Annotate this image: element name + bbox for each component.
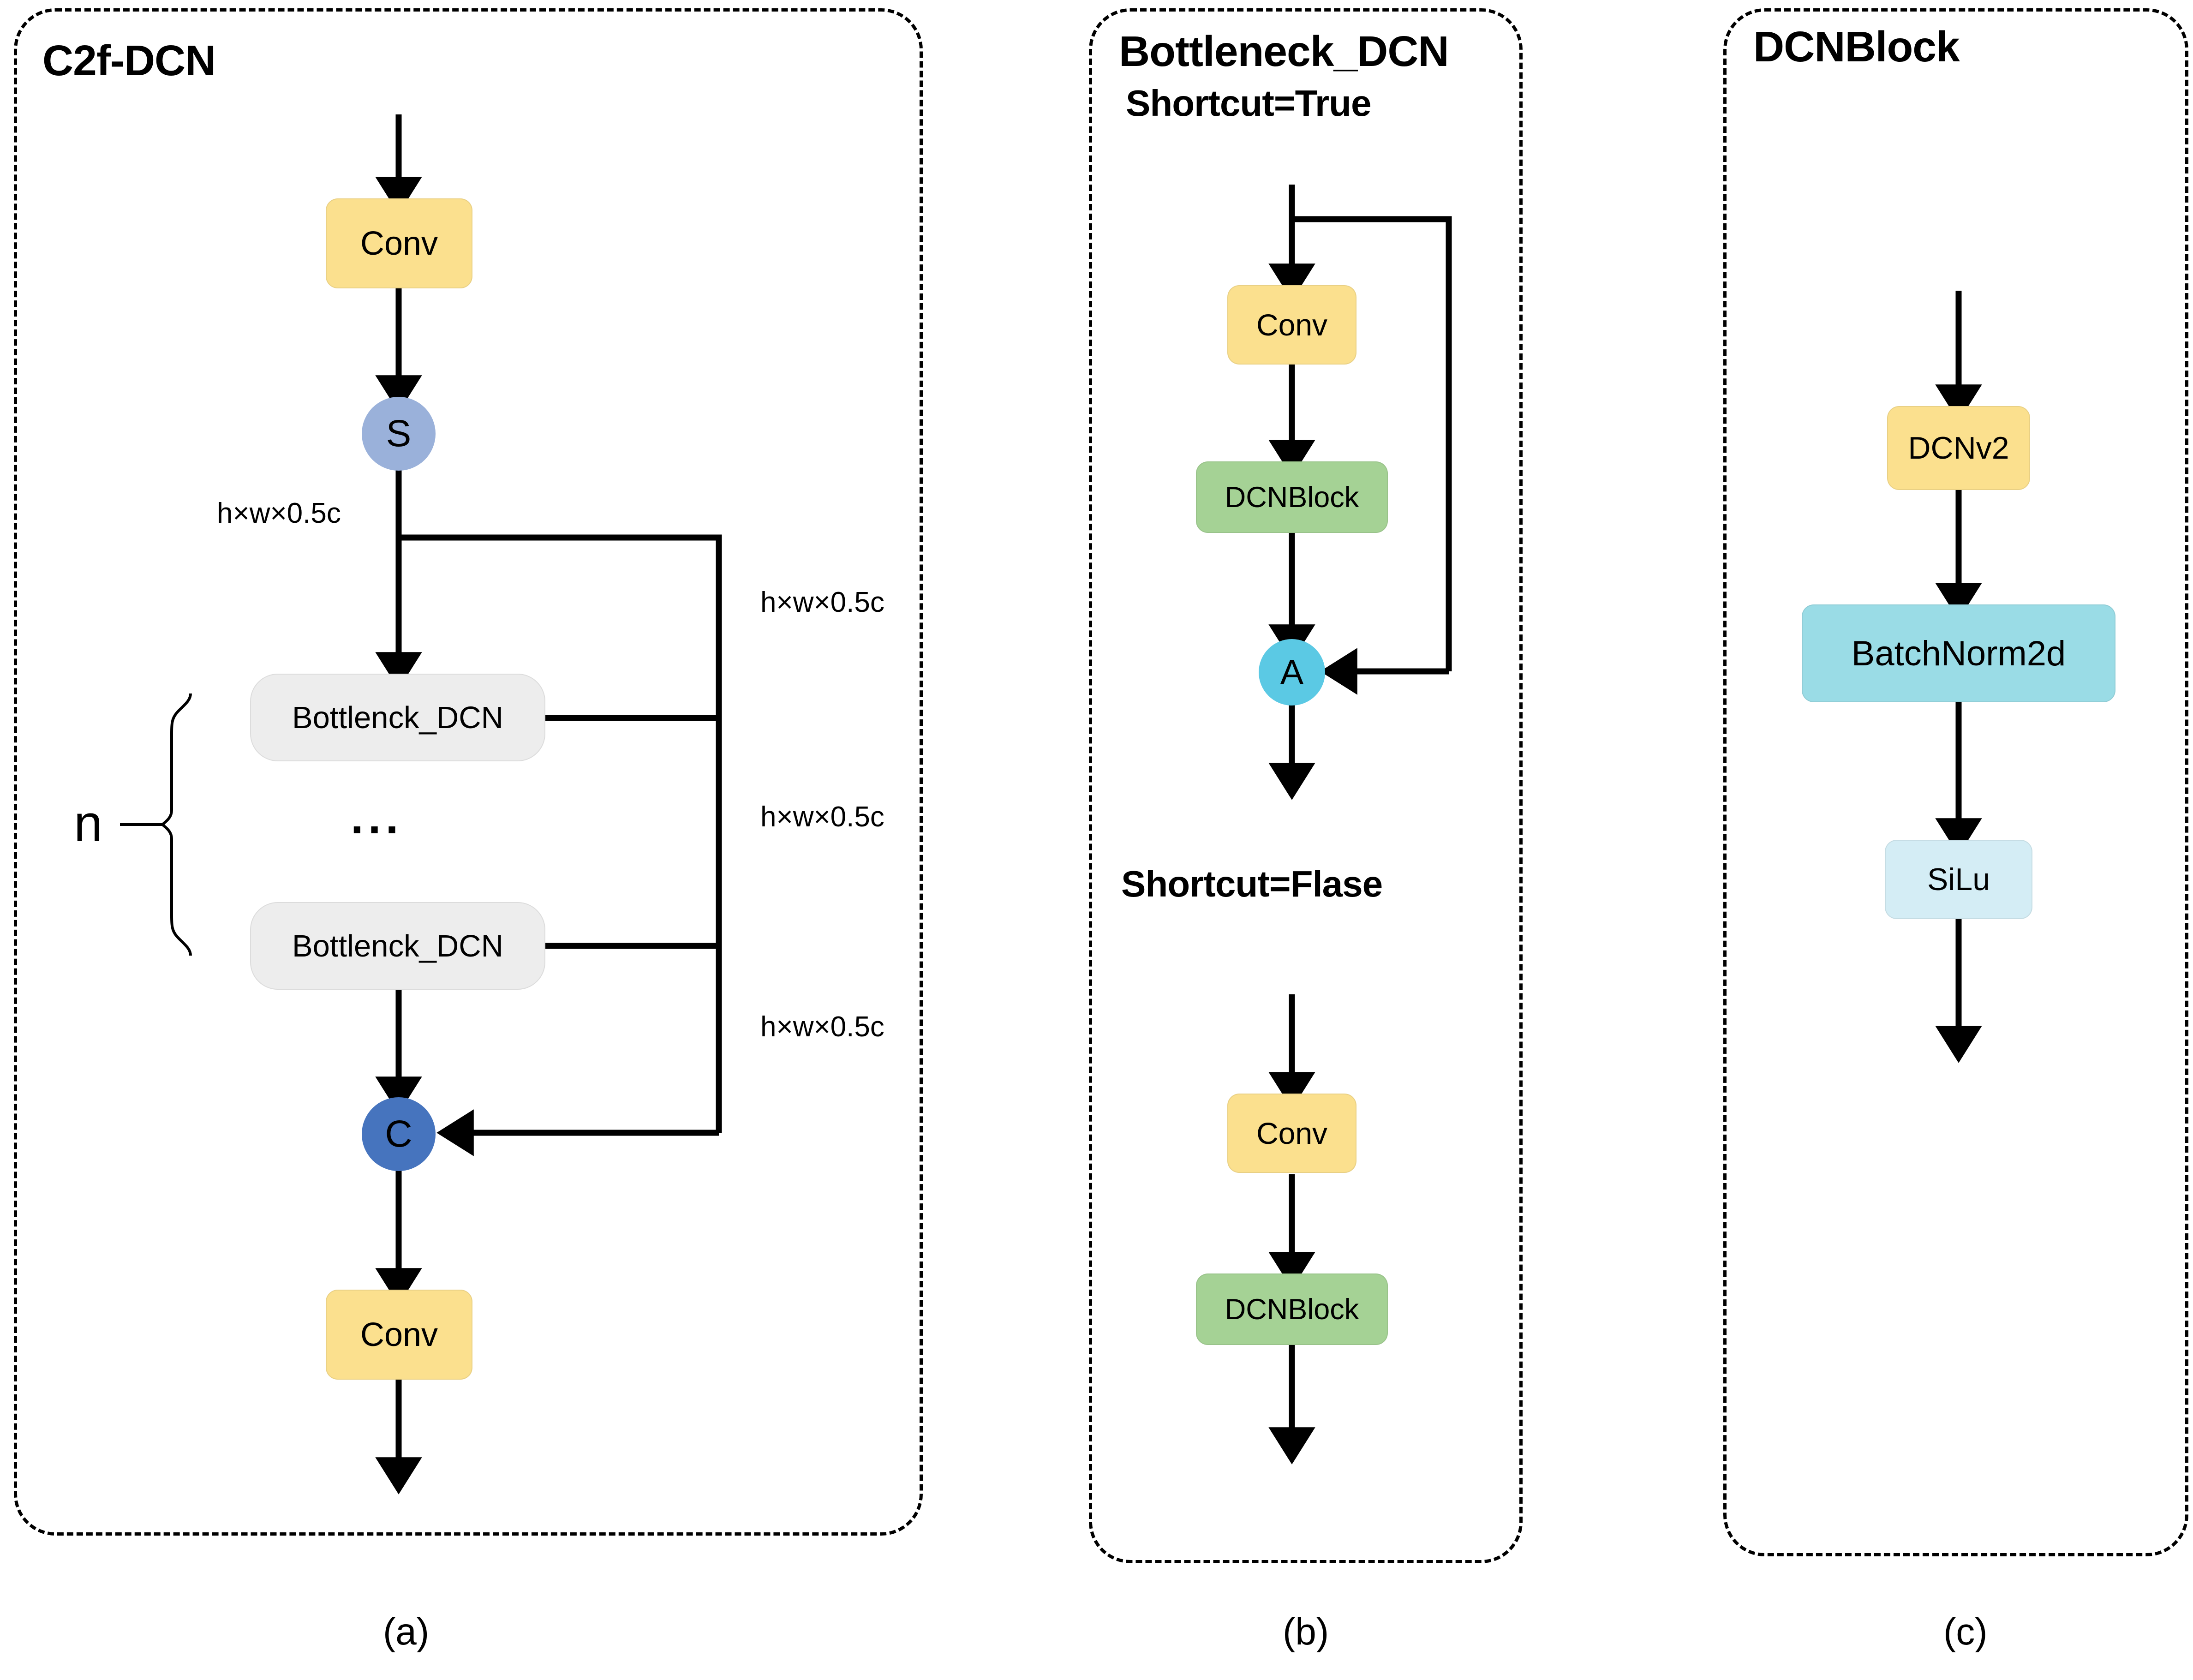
repeat-count-label: n (74, 795, 103, 852)
node-conv-top: Conv (326, 198, 472, 288)
panel-bottleneck-dcn (1089, 8, 1523, 1563)
node-batchnorm2d: BatchNorm2d (1802, 604, 2115, 702)
panel-dcnblock (1723, 8, 2188, 1556)
subtitle-shortcut-true: Shortcut=True (1126, 83, 1372, 124)
node-silu: SiLu (1885, 840, 2032, 919)
panel-title-bottleneck-dcn: Bottleneck_DCN (1119, 27, 1449, 75)
node-dcnv2: DCNv2 (1887, 406, 2030, 490)
panel-title-c2f-dcn: C2f-DCN (42, 36, 216, 84)
node-concat: C (362, 1097, 436, 1171)
subtitle-shortcut-false: Shortcut=Flase (1121, 863, 1383, 904)
node-add: A (1259, 639, 1325, 705)
node-conv-bottom: Conv (326, 1290, 472, 1380)
dim-label-skip-2: h×w×0.5c (760, 801, 884, 833)
panel-c2f-dcn (14, 8, 923, 1536)
node-conv-shortcut-true: Conv (1227, 285, 1356, 365)
caption-a: (a) (383, 1611, 430, 1653)
node-bottleneck-n: Bottlenck_DCN (250, 902, 545, 990)
node-dcnblock-shortcut-true: DCNBlock (1196, 461, 1388, 533)
dim-label-skip-3: h×w×0.5c (760, 1011, 884, 1043)
panel-title-dcnblock: DCNBlock (1753, 23, 1960, 71)
node-split: S (362, 397, 436, 471)
line-split-skip-to-rail (399, 534, 722, 1133)
caption-b: (b) (1283, 1611, 1329, 1653)
dim-label-skip-1: h×w×0.5c (760, 586, 884, 618)
node-dcnblock-shortcut-false: DCNBlock (1196, 1273, 1388, 1345)
caption-c: (c) (1943, 1611, 1988, 1653)
line-b-skip-true (1292, 216, 1452, 671)
dim-label-split: h×w×0.5c (217, 497, 341, 529)
ellipsis-repeat: ... (351, 792, 403, 843)
node-conv-shortcut-false: Conv (1227, 1094, 1356, 1173)
node-bottleneck-1: Bottlenck_DCN (250, 674, 545, 761)
